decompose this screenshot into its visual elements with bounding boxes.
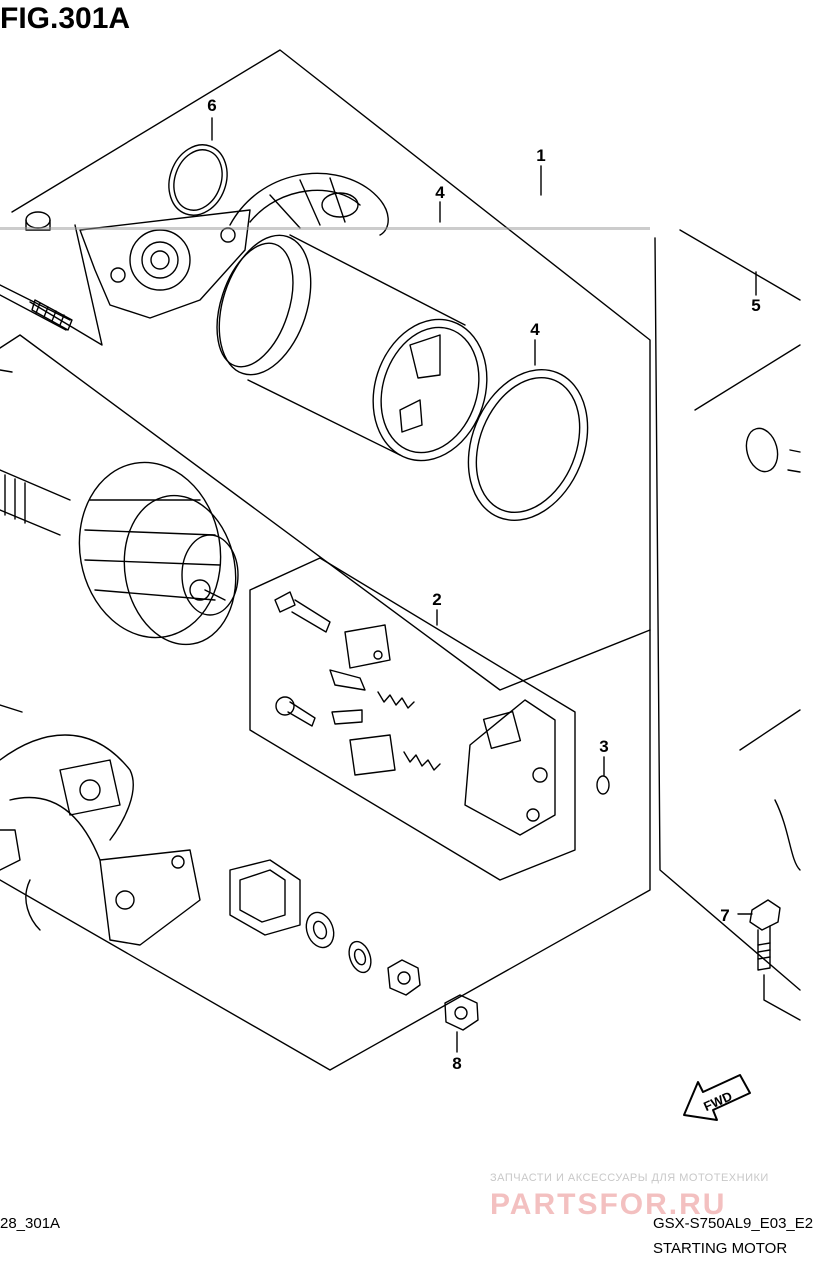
washer-a	[305, 911, 335, 949]
assembly-box-outline	[0, 49, 651, 1071]
nut-8	[444, 994, 479, 1031]
callout-8: 8	[452, 1054, 462, 1073]
scan-artifact	[0, 227, 650, 230]
washer-b	[348, 940, 372, 974]
bolt-7	[749, 899, 801, 1021]
callout-4-upper: 4	[435, 183, 445, 202]
o-ring-4	[467, 368, 589, 522]
figure-code-left: 28_301A	[0, 1215, 61, 1232]
callout-6: 6	[207, 96, 217, 115]
left-cover-box	[29, 224, 103, 346]
brush-holder-parts	[274, 591, 556, 836]
armature-drawing	[0, 461, 239, 646]
callout-2: 2	[432, 590, 442, 609]
rear-cover-drawing	[79, 172, 389, 319]
o-ring-6	[168, 144, 228, 216]
right-box-drawing	[654, 229, 801, 991]
model-code: GSX-S750AL9_E03_E2	[653, 1215, 813, 1232]
front-cover-drawing	[0, 734, 201, 946]
watermark-tagline: ЗАПЧАСТИ И АКСЕССУАРЫ ДЛЯ МОТОТЕХНИКИ	[490, 1172, 769, 1184]
callout-3: 3	[599, 737, 609, 756]
callout-7: 7	[720, 906, 730, 925]
bushing-drawing	[229, 859, 301, 936]
callout-5: 5	[751, 296, 761, 315]
callout-4-lower: 4	[530, 320, 540, 339]
watermark-brand: PARTSFOR.RU	[490, 1188, 727, 1221]
callout-1: 1	[536, 146, 546, 165]
figure-subtitle: STARTING MOTOR	[653, 1240, 788, 1257]
figure-title: FIG.301A	[0, 2, 131, 35]
callout-leaders	[211, 117, 757, 1053]
nut-a	[387, 959, 421, 996]
washer-3	[596, 775, 610, 795]
assembly-box-inner-edge	[0, 334, 651, 691]
long-bolt-drawing	[0, 211, 73, 331]
fwd-label: FWD	[701, 1088, 734, 1114]
brush-holder-box	[249, 557, 576, 881]
fwd-arrow	[683, 1074, 751, 1121]
yoke-housing-drawing	[216, 234, 488, 462]
